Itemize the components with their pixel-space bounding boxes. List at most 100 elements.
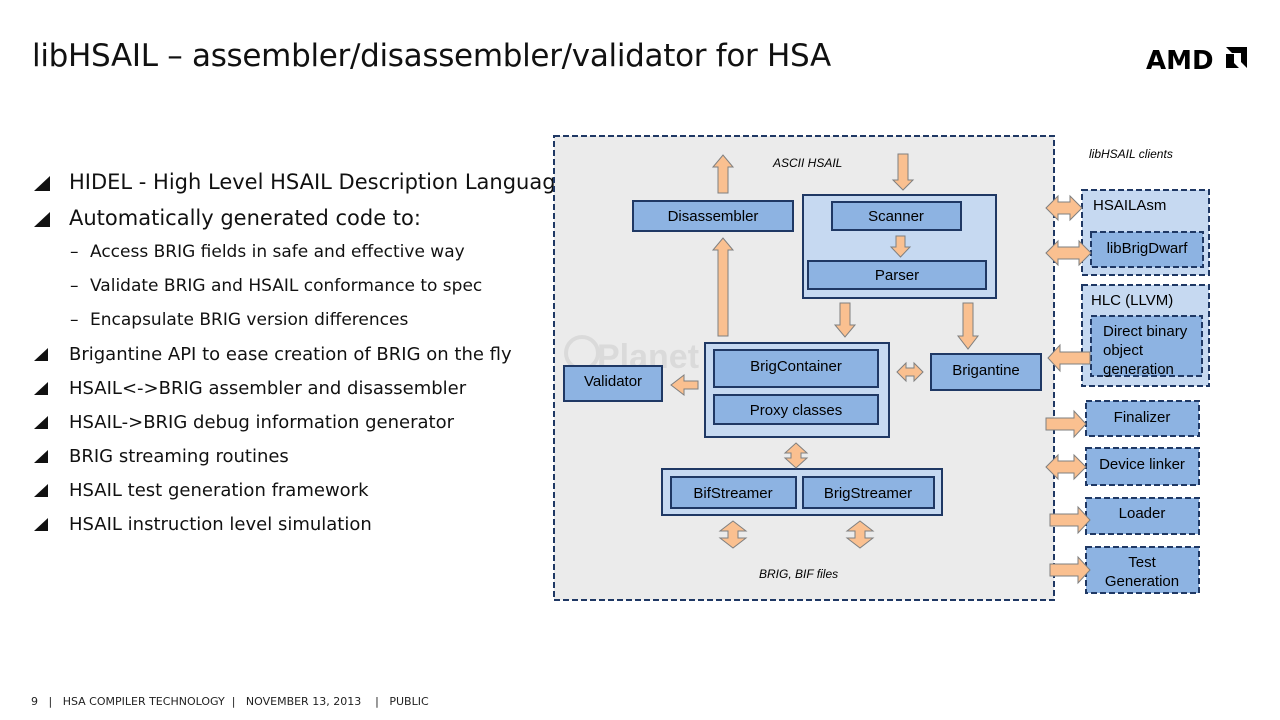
bullet-text: BRIG streaming routines (69, 446, 289, 467)
bullet-text: Automatically generated code to: (69, 206, 421, 230)
bullet-item: Automatically generated code to: (32, 206, 542, 242)
down-arrow-icon (889, 235, 912, 258)
svg-text:libBrigDwarf: libBrigDwarf (1107, 240, 1189, 257)
scanner-box: Scanner (831, 201, 962, 231)
svg-text:BrigStreamer: BrigStreamer (824, 485, 912, 502)
proxy-classes-box: Proxy classes (713, 394, 879, 425)
svg-text:Direct binary: Direct binary (1103, 323, 1188, 340)
triangle-bullet-icon (34, 416, 48, 429)
svg-text:object: object (1103, 342, 1144, 359)
svg-text:Disassembler: Disassembler (668, 208, 759, 225)
triangle-bullet-icon (34, 518, 48, 531)
sub-bullet-item: – Access BRIG fields in safe and effecti… (32, 242, 542, 276)
left-arrow-icon (1047, 343, 1091, 373)
svg-text:Scanner: Scanner (868, 208, 924, 225)
slide-title: libHSAIL – assembler/disassembler/valida… (32, 38, 831, 74)
up-arrow-icon (711, 237, 735, 337)
sub-bullet-item: – Encapsulate BRIG version differences (32, 310, 542, 344)
footer-date: NOVEMBER 13, 2013 (245, 695, 362, 708)
clients-label: libHSAIL clients (1089, 147, 1173, 161)
bullet-text: HSAIL instruction level simulation (69, 514, 372, 535)
loader-client: Loader (1085, 497, 1200, 535)
svg-text:Generation: Generation (1105, 573, 1179, 590)
page-number: 9 (31, 695, 38, 708)
bifstreamer-box: BifStreamer (670, 476, 797, 509)
svg-text:Parser: Parser (875, 267, 919, 284)
right-arrow-icon (1049, 505, 1091, 535)
bullet-text: Validate BRIG and HSAIL conformance to s… (90, 276, 483, 296)
triangle-bullet-icon (34, 348, 48, 361)
down-arrow-icon (956, 302, 980, 350)
bullet-item: BRIG streaming routines (32, 446, 542, 480)
bullet-item: HSAIL instruction level simulation (32, 514, 542, 548)
double-arrow-icon (718, 520, 748, 549)
footer: 9 | HSA COMPILER TECHNOLOGY | NOVEMBER 1… (31, 695, 429, 708)
bullet-text: HSAIL->BRIG debug information generator (69, 412, 455, 433)
triangle-bullet-icon (34, 450, 48, 463)
double-arrow-icon (896, 361, 924, 383)
parser-box: Parser (807, 260, 987, 290)
bullet-item: HSAIL->BRIG debug information generator (32, 412, 542, 446)
amd-logo: AMD (1146, 46, 1247, 74)
device-linker-client: Device linker (1085, 447, 1200, 486)
libbrigdwarf-client: libBrigDwarf (1090, 231, 1204, 268)
brigantine-box: Brigantine (930, 353, 1042, 391)
down-arrow-icon (891, 153, 915, 191)
svg-text:Brigantine: Brigantine (952, 362, 1020, 379)
triangle-bullet-icon (34, 176, 50, 191)
disassembler-box: Disassembler (632, 200, 794, 232)
amd-arrow-icon (1226, 47, 1247, 68)
svg-text:Device linker: Device linker (1099, 456, 1185, 473)
svg-text:Loader: Loader (1119, 505, 1166, 522)
double-arrow-icon (845, 520, 875, 549)
dash-bullet-icon: – (70, 310, 79, 330)
dash-bullet-icon: – (70, 276, 79, 296)
brigstreamer-box: BrigStreamer (802, 476, 935, 509)
triangle-bullet-icon (34, 212, 50, 227)
bullet-item: HSAIL test generation framework (32, 480, 542, 514)
bullet-list: HIDEL - High Level HSAIL Description Lan… (32, 170, 568, 548)
svg-text:HLC (LLVM): HLC (LLVM) (1091, 292, 1173, 309)
flow-arrows (670, 153, 1092, 585)
bullet-text: HSAIL test generation framework (69, 480, 369, 501)
amd-logo-text: AMD (1146, 46, 1214, 74)
bullet-item: Brigantine API to ease creation of BRIG … (32, 344, 542, 378)
finalizer-client: Finalizer (1085, 400, 1200, 437)
right-arrow-icon (1045, 409, 1087, 439)
ascii-hsail-label: ASCII HSAIL (772, 156, 842, 170)
svg-text:BrigContainer: BrigContainer (750, 358, 842, 375)
brigcontainer-box: BrigContainer (713, 349, 879, 388)
up-arrow-icon (711, 154, 735, 194)
validator-box: Validator (563, 365, 663, 402)
sub-bullet-item: – Validate BRIG and HSAIL conformance to… (32, 276, 542, 310)
svg-text:HSAILAsm: HSAILAsm (1093, 197, 1166, 214)
right-arrow-icon (1049, 555, 1091, 585)
direct-binary-client: Direct binary object generation (1090, 315, 1203, 378)
bullet-item: HIDEL - High Level HSAIL Description Lan… (32, 170, 568, 206)
test-generation-client: Test Generation (1085, 546, 1200, 594)
dash-bullet-icon: – (70, 242, 79, 262)
brig-bif-label: BRIG, BIF files (759, 567, 838, 581)
bullet-text: Access BRIG fields in safe and effective… (90, 242, 465, 262)
left-arrow-icon (670, 373, 699, 397)
triangle-bullet-icon (34, 382, 48, 395)
svg-text:Proxy classes: Proxy classes (750, 402, 843, 419)
double-arrow-icon (1045, 239, 1092, 267)
bullet-text: HSAIL<->BRIG assembler and disassembler (69, 378, 467, 399)
bullet-item: HSAIL<->BRIG assembler and disassembler (32, 378, 542, 412)
svg-text:Finalizer: Finalizer (1114, 409, 1171, 426)
footer-classification: PUBLIC (389, 695, 429, 708)
bullet-text: Brigantine API to ease creation of BRIG … (69, 344, 512, 365)
svg-text:BifStreamer: BifStreamer (693, 485, 772, 502)
svg-text:Test: Test (1128, 554, 1156, 571)
double-arrow-icon (1045, 453, 1087, 481)
svg-text:generation: generation (1103, 361, 1174, 378)
down-arrow-icon (833, 302, 857, 338)
svg-text:Validator: Validator (584, 373, 642, 390)
triangle-bullet-icon (34, 484, 48, 497)
bullet-text: HIDEL - High Level HSAIL Description Lan… (69, 170, 569, 194)
footer-title: HSA COMPILER TECHNOLOGY (62, 695, 225, 708)
double-arrow-icon (1045, 194, 1083, 222)
double-arrow-icon (783, 442, 809, 469)
